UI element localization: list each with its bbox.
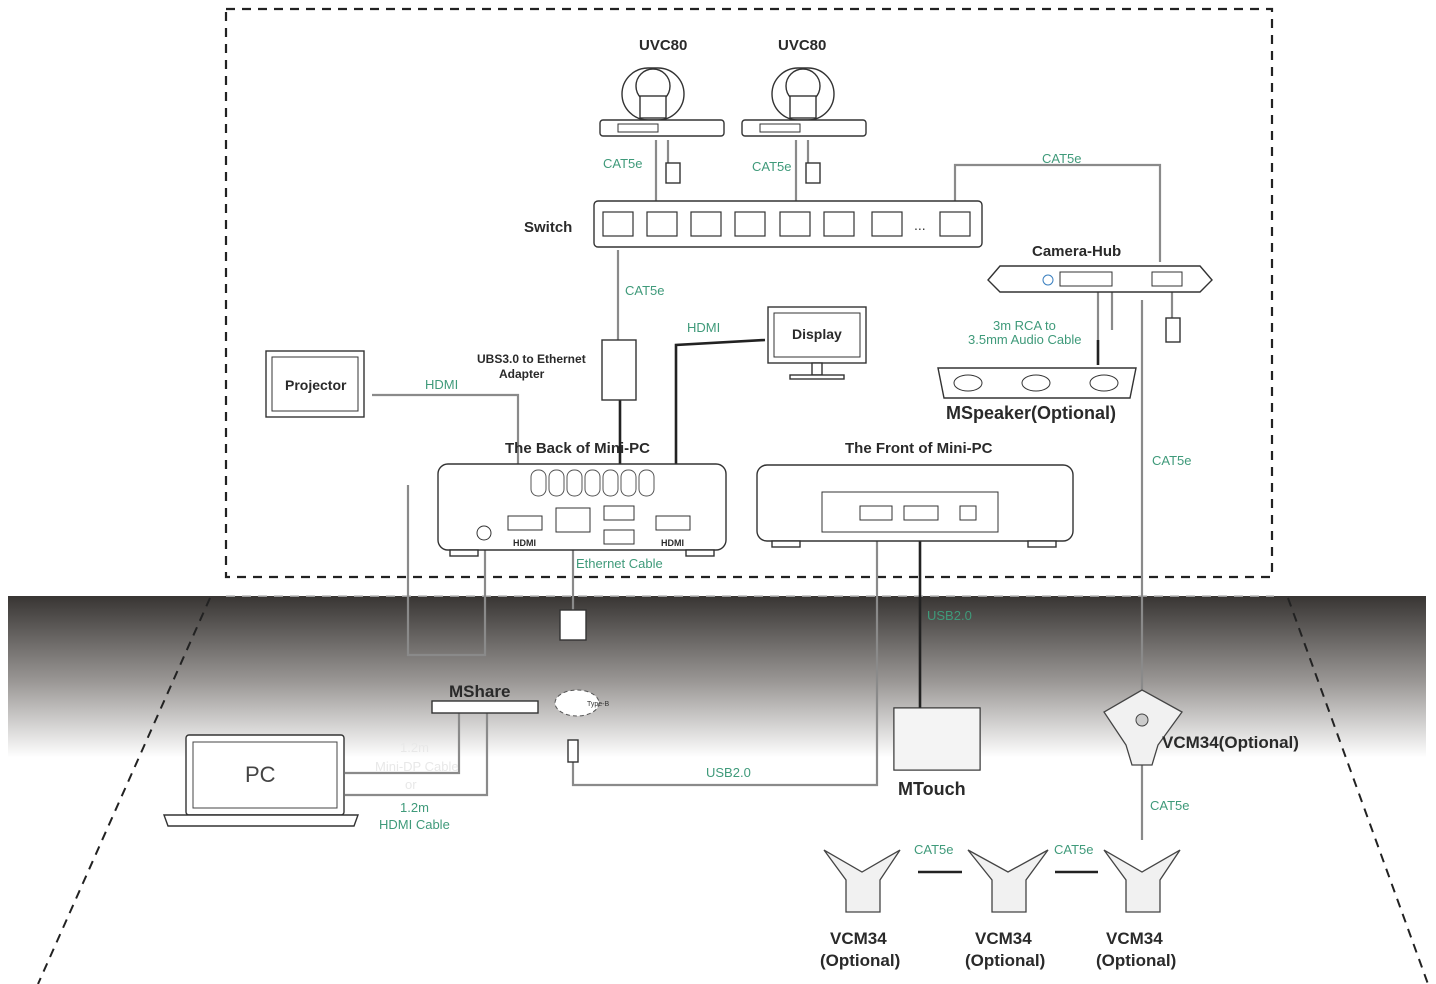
cable-hdmi-projector: HDMI [425, 377, 458, 392]
label-adapter-2: Adapter [499, 367, 545, 381]
minipc-back [437, 463, 727, 557]
floor-edge-right [1287, 597, 1429, 984]
label-front-minipc: The Front of Mini-PC [845, 440, 993, 457]
label-vcm34-c-1: VCM34 [1106, 929, 1163, 948]
label-uvc80-2: UVC80 [778, 37, 826, 54]
minipc-front [756, 464, 1074, 548]
label-back-minipc: The Back of Mini-PC [505, 440, 650, 457]
pc-laptop [163, 734, 359, 827]
vcm34-mic-main [1103, 689, 1183, 766]
cable-cat5e-cam1: CAT5e [603, 156, 643, 171]
label-uvc80-1: UVC80 [639, 37, 687, 54]
label-mshare: MShare [449, 682, 510, 701]
cable-cat5e-cam2: CAT5e [752, 159, 792, 174]
label-vcm34-c-2: (Optional) [1096, 951, 1176, 970]
label-rca-cable-1: 3m RCA to [993, 318, 1056, 333]
cable-usb-mtouch: USB2.0 [927, 608, 972, 623]
label-camera-hub: Camera-Hub [1032, 243, 1121, 260]
vcm34-mic-b [967, 849, 1049, 913]
camera-hub-device [987, 265, 1213, 293]
cable-cat5e-daisy1: CAT5e [914, 842, 954, 857]
network-switch: ... [593, 200, 983, 248]
label-vcm34-main: VCM34(Optional) [1162, 733, 1299, 752]
usb-ethernet-adapter [601, 339, 637, 401]
label-vcm34-a-1: VCM34 [830, 929, 887, 948]
cable-cat5e-switch: CAT5e [625, 283, 665, 298]
label-vcm34-b-1: VCM34 [975, 929, 1032, 948]
floor-edge-left [37, 597, 211, 984]
cable-cat5e-hub: CAT5e [1152, 453, 1192, 468]
label-mtouch: MTouch [898, 779, 966, 799]
cable-hdmi-display: HDMI [687, 320, 720, 335]
label-projector: Projector [285, 377, 347, 393]
cable-hdmi-1: 1.2m [400, 800, 429, 815]
label-hdmi-port-1: HDMI [513, 538, 536, 548]
cable-cat5e-vcm: CAT5e [1150, 798, 1190, 813]
label-vcm34-b-2: (Optional) [965, 951, 1045, 970]
mspeaker-device [937, 367, 1137, 399]
label-pc: PC [245, 762, 276, 787]
cable-hdmi-2: HDMI Cable [379, 817, 450, 832]
room-boundary [224, 7, 1274, 579]
projector-screen [265, 350, 365, 418]
cable-usb-mshare: USB2.0 [706, 765, 751, 780]
cable-cat5e-daisy2: CAT5e [1054, 842, 1094, 857]
uvc80-camera-2 [741, 67, 867, 137]
cable-cat5e-top: CAT5e [1042, 151, 1082, 166]
label-display: Display [792, 326, 842, 342]
label-mspeaker: MSpeaker(Optional) [946, 403, 1116, 423]
cable-or: or [405, 777, 417, 792]
mtouch-device [893, 707, 981, 771]
cable-ethernet: Ethernet Cable [576, 556, 663, 571]
wall-ethernet-jack [559, 609, 587, 641]
label-switch: Switch [524, 219, 572, 236]
label-hdmi-port-2: HDMI [661, 538, 684, 548]
vcm34-mic-c [1103, 849, 1181, 913]
switch-more-ports: ... [914, 217, 926, 233]
label-type-b: Type-B [587, 701, 610, 708]
label-adapter-1: UBS3.0 to Ethernet [477, 352, 586, 366]
cable-minidp-1: 1.2m [400, 740, 429, 755]
display-monitor [767, 306, 867, 380]
label-rca-cable-2: 3.5mm Audio Cable [968, 332, 1081, 347]
vcm34-mic-a [823, 849, 901, 913]
cable-minidp-2: Mini-DP Cable [375, 759, 459, 774]
mshare-device [431, 689, 600, 763]
uvc80-camera-1 [599, 67, 725, 137]
label-vcm34-a-2: (Optional) [820, 951, 900, 970]
